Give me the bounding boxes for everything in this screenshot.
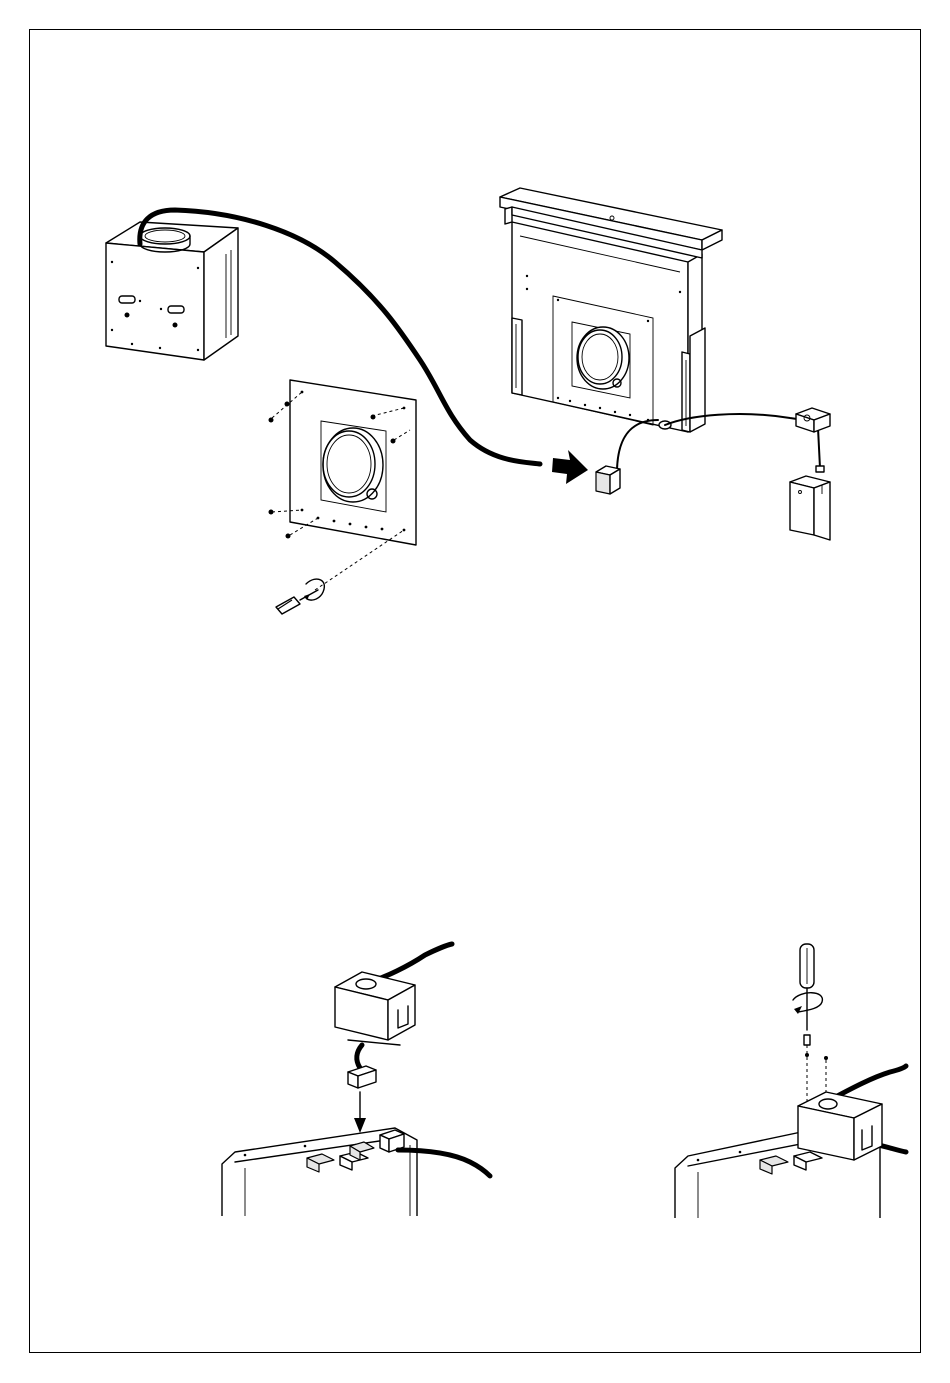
connector-insertion-figure (222, 944, 490, 1216)
slot-right (168, 306, 184, 313)
hood-unit (500, 188, 722, 432)
cover-fastening-figure (675, 944, 906, 1218)
relay-connector (796, 408, 830, 472)
motor-unit (106, 222, 238, 360)
control-box (790, 476, 830, 540)
junction-box (596, 466, 620, 494)
slot-left (119, 296, 135, 303)
direction-arrow (552, 450, 588, 484)
flange-plate (269, 380, 417, 590)
screwdriver (276, 579, 324, 614)
